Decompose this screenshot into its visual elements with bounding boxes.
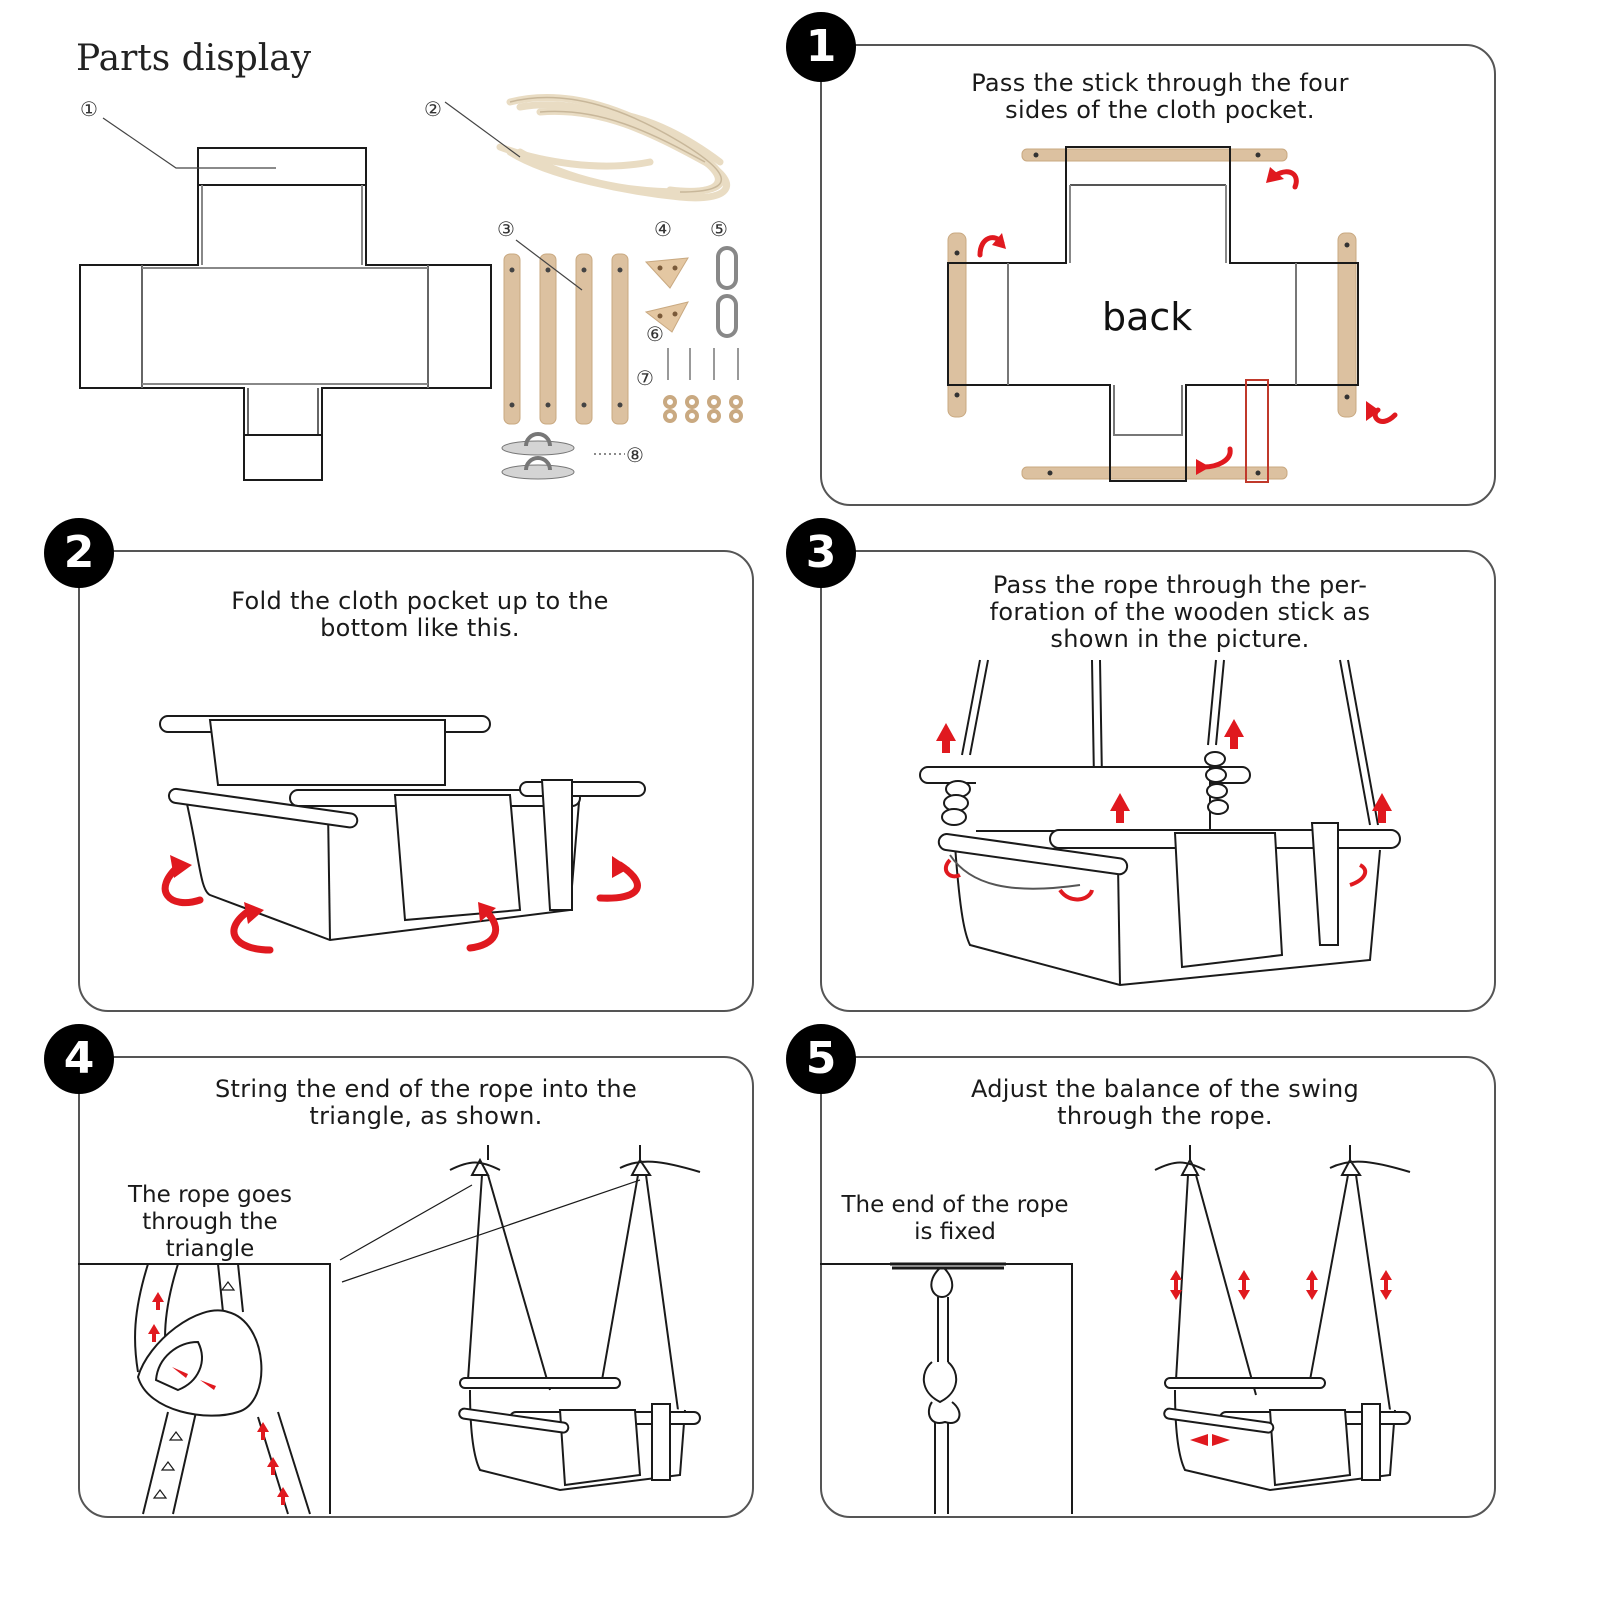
part-label-7: ⑦	[636, 366, 654, 390]
part-label-8: ⑧	[626, 443, 644, 467]
step-2-badge: 2	[44, 518, 114, 588]
hardware-parts	[501, 246, 743, 480]
part-label-3: ③	[497, 217, 515, 241]
back-label: back	[1102, 295, 1193, 339]
part-label-5: ⑤	[710, 217, 728, 241]
part-label-1: ①	[80, 97, 98, 121]
step-1-panel	[820, 44, 1496, 506]
step-5-detail	[820, 1262, 1073, 1514]
step-3-diagram	[919, 659, 1401, 987]
step-4-detail	[78, 1263, 331, 1515]
step-3-badge: 3	[786, 518, 856, 588]
part-label-2: ②	[424, 97, 442, 121]
rope-coil	[444, 94, 730, 202]
step-1-caption: Pass the stick through the four sides of…	[971, 69, 1349, 124]
wooden-sticks	[503, 239, 629, 425]
step-3-caption: Pass the rope through the per- foration …	[989, 571, 1371, 653]
triangle-connectors	[644, 257, 689, 333]
step-1-badge: 1	[786, 12, 856, 82]
step-5-subcaption: The end of the rope is fixed	[841, 1192, 1069, 1245]
step-2-caption: Fold the cloth pocket up to the bottom l…	[231, 587, 609, 642]
step-5-caption: Adjust the balance of the swing through …	[970, 1075, 1360, 1130]
step-4-swing	[339, 1145, 701, 1492]
part-label-6: ⑥	[646, 322, 664, 346]
step-5-swing	[1154, 1145, 1411, 1492]
step-4-subcaption: The rope goes through the triangle	[128, 1182, 292, 1262]
step-4-badge: 4	[44, 1024, 114, 1094]
step-4-caption: String the end of the rope into the tria…	[214, 1075, 638, 1130]
step-2-diagram	[159, 715, 646, 954]
step-1-diagram	[947, 146, 1398, 483]
part-label-4: ④	[654, 217, 672, 241]
cloth-pocket-diagram	[79, 117, 492, 481]
parts-title: Parts display	[76, 38, 312, 79]
step-5-badge: 5	[786, 1024, 856, 1094]
